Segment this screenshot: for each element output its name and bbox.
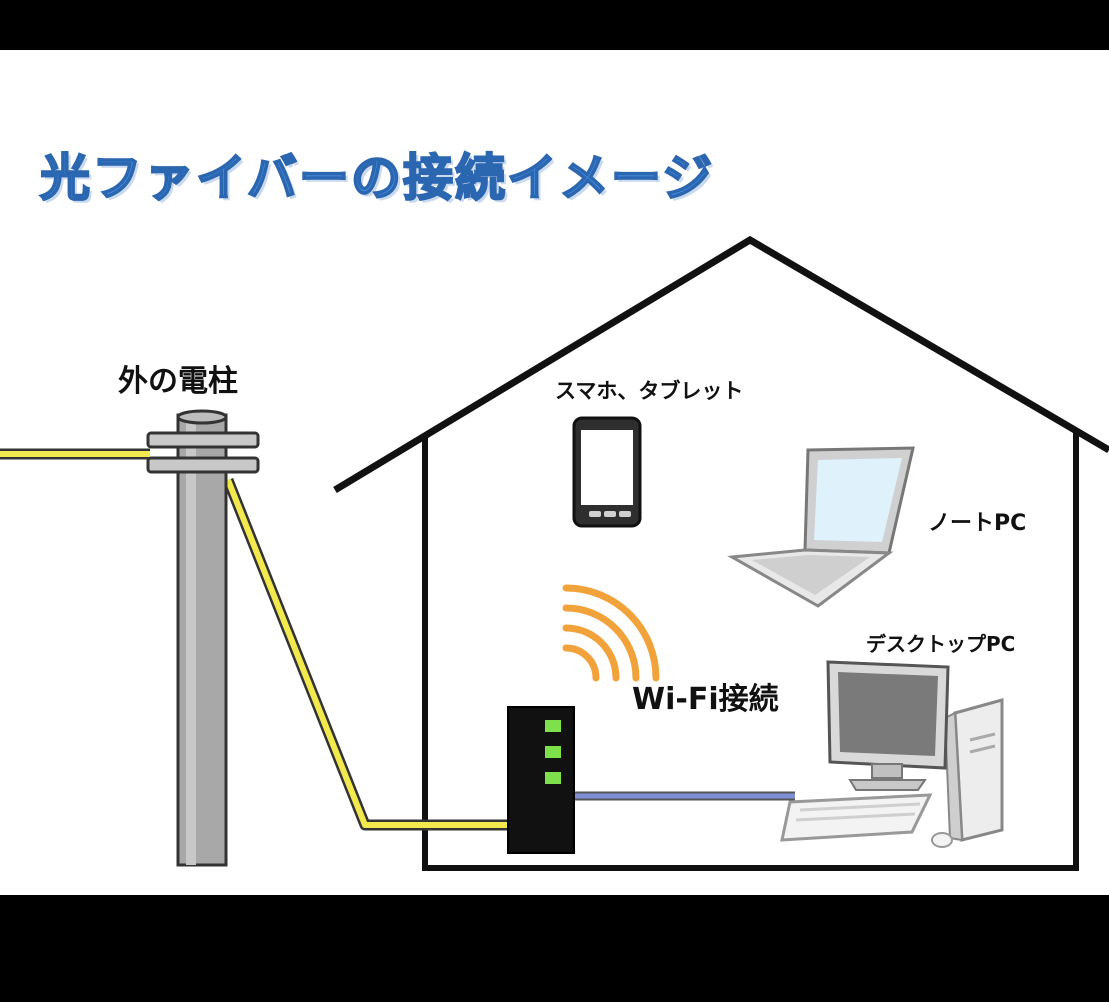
desktop-pc-icon <box>780 660 1004 848</box>
fiber-cable <box>0 448 510 831</box>
laptop-icon <box>727 446 915 608</box>
diagram-scene <box>0 235 1109 871</box>
label-laptop: ノートPC <box>928 511 1027 536</box>
wifi-signal-icon <box>562 584 660 682</box>
diagram-title: 光ファイバーの接続イメージ <box>39 148 714 208</box>
house-icon <box>333 235 1109 871</box>
label-utility-pole: 外の電柱 <box>118 364 238 399</box>
router-icon <box>507 706 575 854</box>
label-desktop-pc: デスクトップPC <box>866 632 1016 656</box>
diagram-canvas: 光ファイバーの接続イメージ 外の電柱 スマホ、タブレット ノートPC デスクトッ… <box>0 50 1109 895</box>
smartphone-icon <box>572 416 642 528</box>
utility-pole-icon <box>146 409 260 867</box>
label-wifi: Wi-Fi接続 <box>632 682 779 717</box>
label-smartphone: スマホ、タブレット <box>555 379 744 403</box>
